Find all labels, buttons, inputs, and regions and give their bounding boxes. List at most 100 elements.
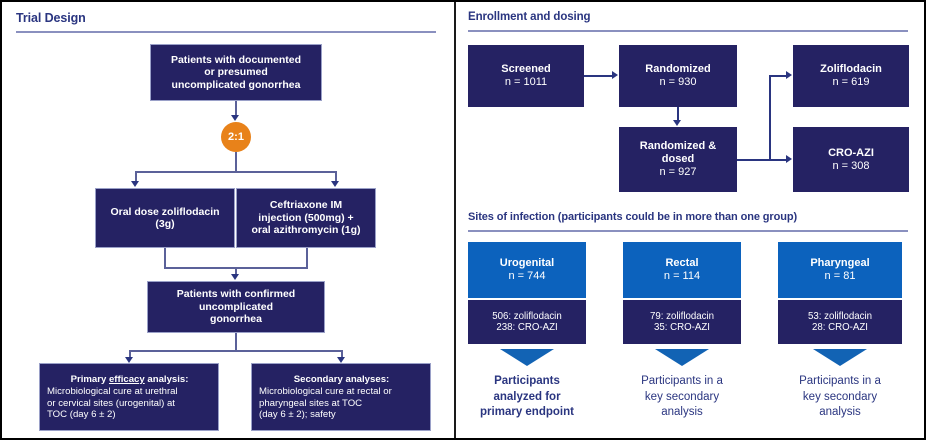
connector-to-cro-azi (769, 159, 787, 161)
caption-rectal-line2: key secondary (644, 390, 720, 403)
sites-title: Sites of infection (participants could b… (468, 211, 798, 223)
rectal-n: n = 114 (663, 270, 701, 282)
urogenital-label: Urogenital (499, 256, 555, 269)
primary-heading-pre: Primary (70, 373, 109, 385)
dosed-label2: dosed (661, 153, 695, 166)
primary-line1: Microbiological cure at urethral (47, 386, 178, 398)
sites-title-rule (468, 230, 908, 232)
enroll-box-cro-azi: CRO-AZI n = 308 (793, 127, 909, 192)
site-breakdown-urogenital: 506: zoliflodacin 238: CRO-AZI (468, 300, 586, 344)
node-top-line2: or presumed (204, 66, 268, 79)
connector-confirmed-down (235, 333, 237, 351)
node-confirmed-population: Patients with confirmed uncomplicated go… (147, 281, 325, 333)
primary-heading: Primary efficacy analysis: (47, 374, 212, 385)
urogenital-cro: 238: CRO-AZI (496, 322, 558, 333)
arm-b-line3: oral azithromycin (1g) (251, 224, 361, 237)
caption-rectal-line1: Participants in a (641, 375, 723, 387)
cro-azi-label: CRO-AZI (828, 146, 874, 159)
connector-to-zoliflodacin (769, 75, 787, 77)
urogenital-n: n = 744 (508, 270, 546, 282)
caption-rectal-line3: analysis (661, 406, 703, 419)
caption-urogenital: Participants analyzed for primary endpoi… (468, 374, 586, 421)
node-top-population: Patients with documented or presumed unc… (150, 44, 322, 101)
primary-heading-underline: efficacy (108, 373, 145, 385)
connector-analysis-split (129, 350, 342, 352)
arm-b-line1: Ceftriaxone IM (269, 199, 343, 212)
arrow-to-confirmed (231, 274, 239, 280)
zoliflodacin-n: n = 619 (832, 76, 870, 88)
node-top-line1: Patients with documented (170, 53, 302, 66)
arrow-screened-to-randomized (612, 71, 618, 79)
caption-pharyngeal-line2: key secondary (802, 390, 878, 403)
enroll-box-zoliflodacin: Zoliflodacin n = 619 (793, 45, 909, 107)
arm-a-line1: Oral dose zoliflodacin (110, 205, 220, 218)
cro-azi-n: n = 308 (832, 159, 870, 172)
enrollment-title: Enrollment and dosing (468, 11, 591, 23)
connector-screened-to-randomized (584, 75, 613, 77)
randomized-label: Randomized (645, 63, 711, 76)
connector-arm-a-down (164, 248, 166, 268)
connector-top-to-ratio (235, 101, 237, 117)
zoliflodacin-label: Zoliflodacin (820, 63, 882, 76)
dosed-label1: Randomized & (639, 140, 717, 153)
screened-n: n = 1011 (504, 76, 548, 88)
pharyngeal-n: n = 81 (824, 270, 856, 282)
caption-pharyngeal: Participants in a key secondary analysis (778, 374, 902, 421)
enroll-box-screened: Screened n = 1011 (468, 45, 584, 107)
confirmed-line1: Patients with confirmed (176, 288, 296, 301)
node-secondary-analysis: Secondary analyses: Microbiological cure… (251, 363, 431, 431)
trial-design-panel: Trial Design Patients with documented or… (2, 2, 452, 438)
caption-pharyngeal-line3: analysis (819, 406, 861, 419)
rectal-zoli: 79: zoliflodacin (649, 310, 715, 322)
connector-arm-b-down (306, 248, 308, 268)
connector-dosed-right (737, 159, 770, 161)
enrollment-title-rule (468, 30, 908, 32)
connector-analysis-right (341, 350, 343, 359)
arm-b-line2: injection (500mg) + (258, 211, 354, 224)
rectal-label: Rectal (665, 256, 699, 269)
secondary-line2: pharyngeal sites at TOC (259, 397, 363, 409)
node-arm-cro-azi: Ceftriaxone IM injection (500mg) + oral … (236, 188, 376, 248)
arrow-to-arm-b (331, 181, 339, 187)
caption-urogenital-line1: Participants (494, 375, 560, 387)
randomization-ratio-badge: 2:1 (221, 122, 251, 152)
connector-merge-down (235, 267, 237, 276)
arrow-urogenital-to-caption (500, 349, 554, 366)
site-header-urogenital: Urogenital n = 744 (468, 242, 586, 298)
connector-split-horizontal (135, 171, 336, 173)
site-header-pharyngeal: Pharyngeal n = 81 (778, 242, 902, 298)
node-arm-zoliflodacin: Oral dose zoliflodacin (3g) (95, 188, 235, 248)
arm-a-line2: (3g) (155, 218, 175, 230)
secondary-heading: Secondary analyses: (293, 373, 390, 385)
arrow-to-zoliflodacin (786, 71, 792, 79)
connector-analysis-left (129, 350, 131, 359)
caption-urogenital-line3: primary endpoint (480, 406, 574, 419)
arrow-to-secondary (337, 357, 345, 363)
arrow-rectal-to-caption (655, 349, 709, 366)
node-top-line3: uncomplicated gonorrhea (171, 78, 301, 91)
connector-ratio-down (235, 152, 237, 172)
confirmed-line2: uncomplicated (198, 300, 274, 313)
rectal-cro: 35: CRO-AZI (654, 322, 710, 333)
primary-line3: TOC (day 6 ± 2) (47, 408, 116, 420)
secondary-line1: Microbiological cure at rectal or (259, 386, 392, 398)
pharyngeal-label: Pharyngeal (810, 256, 870, 269)
secondary-line3: (day 6 ± 2); safety (259, 408, 336, 420)
enroll-box-randomized-dosed: Randomized & dosed n = 927 (619, 127, 737, 192)
screened-label: Screened (501, 63, 551, 76)
connector-split-left (135, 171, 137, 183)
connector-dosed-up (769, 75, 771, 160)
connector-randomized-to-dosed (677, 107, 679, 122)
confirmed-line3: gonorrhea (210, 313, 262, 326)
pharyngeal-zoli: 53: zoliflodacin (807, 310, 873, 322)
caption-urogenital-line2: analyzed for (493, 390, 561, 403)
node-primary-analysis: Primary efficacy analysis: Microbiologic… (39, 363, 219, 431)
arrow-to-cro-azi (786, 155, 792, 163)
urogenital-zoli: 506: zoliflodacin (492, 310, 562, 322)
site-header-rectal: Rectal n = 114 (623, 242, 741, 298)
caption-pharyngeal-line1: Participants in a (799, 375, 881, 387)
arrow-randomized-to-dosed (673, 120, 681, 126)
pharyngeal-cro: 28: CRO-AZI (812, 322, 868, 333)
arrow-to-arm-a (131, 181, 139, 187)
